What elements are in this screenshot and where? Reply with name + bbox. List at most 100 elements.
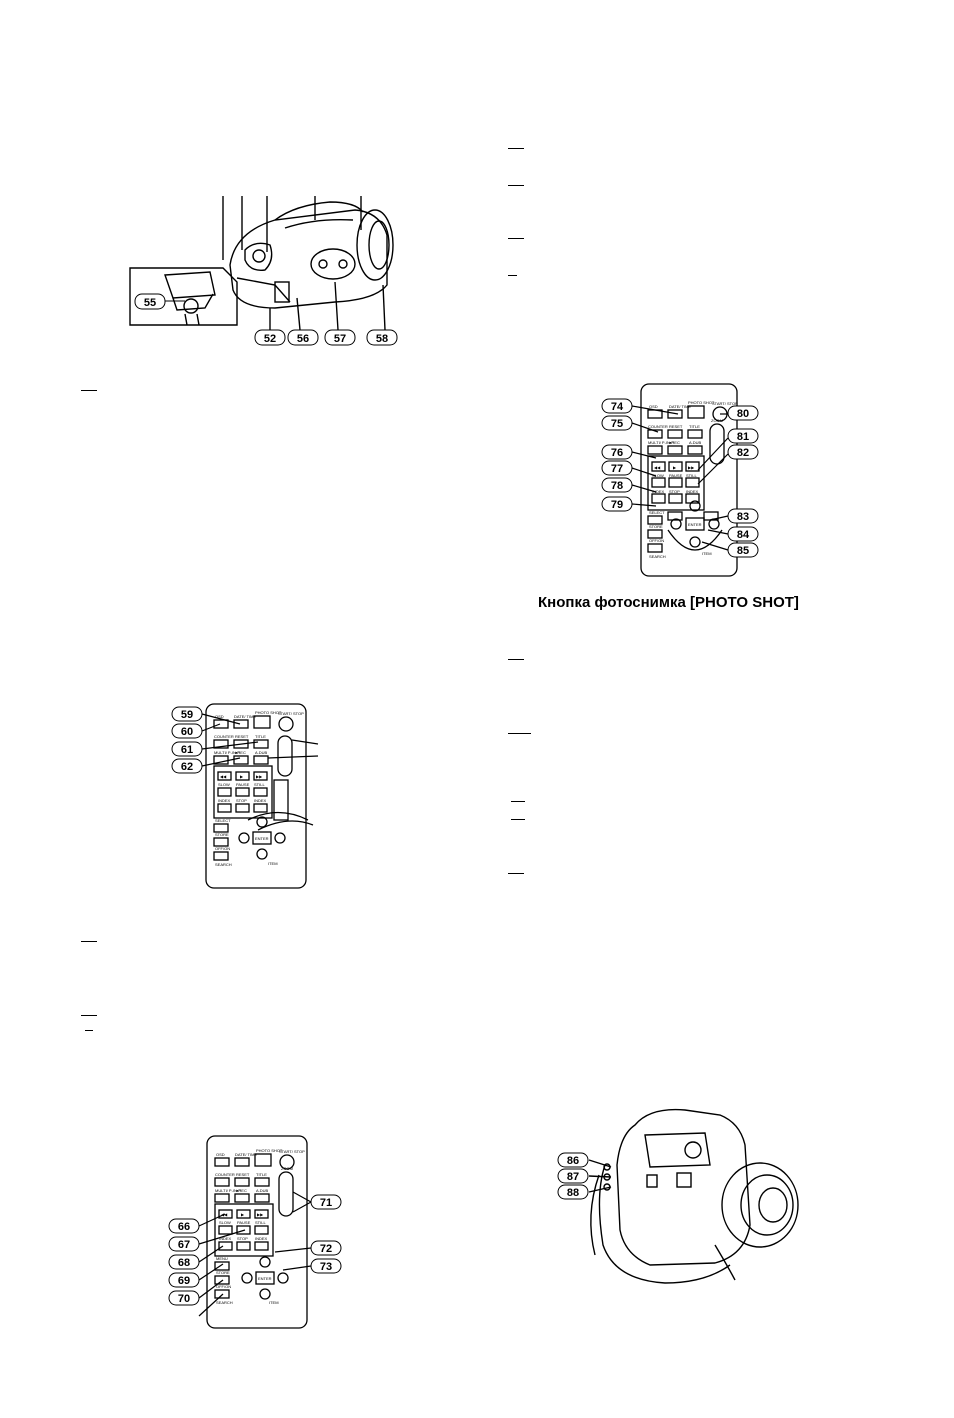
svg-text:SEARCH: SEARCH <box>215 862 232 867</box>
underline-mark <box>508 148 524 149</box>
svg-text:▶: ▶ <box>240 774 244 779</box>
underline-mark <box>511 819 525 820</box>
underline-mark <box>81 941 97 942</box>
svg-text:STOP: STOP <box>669 489 680 494</box>
svg-text:STORE: STORE <box>649 524 663 529</box>
svg-text:INDEX: INDEX <box>255 1236 268 1241</box>
camera-top-illustration: 55 52 56 57 58 <box>129 196 398 346</box>
callout-73: 73 <box>320 1261 332 1273</box>
svg-text:▶▶: ▶▶ <box>256 774 263 779</box>
svg-text:INDEX: INDEX <box>218 798 231 803</box>
svg-text:PHOTO SHOT: PHOTO SHOT <box>255 710 282 715</box>
svg-text:DATE/ TIME: DATE/ TIME <box>234 714 256 719</box>
underline-mark <box>508 873 524 874</box>
callout-88: 88 <box>567 1187 579 1199</box>
svg-text:MENU: MENU <box>216 1256 228 1261</box>
svg-text:●REC: ●REC <box>235 750 246 755</box>
svg-text:SEARCH: SEARCH <box>216 1300 233 1305</box>
callout-75: 75 <box>611 418 623 430</box>
svg-text:COUNTER: COUNTER <box>214 734 234 739</box>
svg-text:OSD: OSD <box>216 1152 225 1157</box>
svg-text:OFF/ON: OFF/ON <box>215 846 230 851</box>
remote-b-illustration: OSD DATE/ TIME PHOTO SHOT START/ STOP CO… <box>171 703 319 889</box>
svg-text:START/ STOP: START/ STOP <box>278 711 304 716</box>
svg-text:COUNTER: COUNTER <box>215 1172 235 1177</box>
callout-87: 87 <box>567 1171 579 1183</box>
callout-72: 72 <box>320 1243 332 1255</box>
svg-text:STOP: STOP <box>236 798 247 803</box>
svg-text:PAUSE: PAUSE <box>236 782 250 787</box>
photo-shot-caption: Кнопка фотоснимка [PHOTO SHOT] <box>538 594 799 611</box>
svg-text:ITEM: ITEM <box>268 861 278 866</box>
svg-text:RESET: RESET <box>669 424 683 429</box>
remote-a-illustration: OSD DATE/ TIME PHOTO SHOT START/ STOP CO… <box>601 383 759 577</box>
svg-text:MULTI/ P-IN-P: MULTI/ P-IN-P <box>215 1188 241 1193</box>
callout-77: 77 <box>611 463 623 475</box>
underline-mark <box>81 1015 97 1016</box>
svg-text:◀◀: ◀◀ <box>220 774 227 779</box>
svg-text:RESET: RESET <box>235 734 249 739</box>
svg-text:A.DUB: A.DUB <box>255 750 268 755</box>
svg-text:STILL: STILL <box>686 473 697 478</box>
svg-text:COUNTER: COUNTER <box>648 424 668 429</box>
svg-text:INDEX: INDEX <box>219 1236 232 1241</box>
svg-text:SLOW: SLOW <box>652 473 664 478</box>
svg-text:▶: ▶ <box>673 465 677 470</box>
callout-79: 79 <box>611 499 623 511</box>
callout-81: 81 <box>737 431 749 443</box>
callout-62: 62 <box>181 761 193 773</box>
svg-text:SLOW: SLOW <box>218 782 230 787</box>
svg-text:START/ STOP: START/ STOP <box>712 401 738 406</box>
svg-text:▶▶: ▶▶ <box>688 465 695 470</box>
svg-text:STOP: STOP <box>237 1236 248 1241</box>
svg-text:RESET: RESET <box>236 1172 250 1177</box>
callout-84: 84 <box>737 529 750 541</box>
callout-66: 66 <box>178 1221 190 1233</box>
svg-text:MULTI/ P-IN-P: MULTI/ P-IN-P <box>214 750 240 755</box>
svg-text:TITLE: TITLE <box>256 1172 267 1177</box>
svg-text:TITLE: TITLE <box>689 424 700 429</box>
callout-58: 58 <box>376 333 388 345</box>
callout-69: 69 <box>178 1275 190 1287</box>
svg-text:PHOTO SHOT: PHOTO SHOT <box>688 400 715 405</box>
underline-mark <box>511 801 525 802</box>
svg-text:▶▶: ▶▶ <box>257 1212 264 1217</box>
underline-mark <box>508 275 517 276</box>
svg-text:STORE: STORE <box>215 832 229 837</box>
callout-56: 56 <box>297 333 309 345</box>
callout-70: 70 <box>178 1293 190 1305</box>
svg-text:OFF/ON: OFF/ON <box>216 1284 231 1289</box>
svg-text:OSD: OSD <box>215 714 224 719</box>
callout-76: 76 <box>611 447 623 459</box>
callout-55: 55 <box>144 297 156 309</box>
remote-c-illustration: OSD DATE/ TIME PHOTO SHOT START/ STOP CO… <box>168 1135 342 1329</box>
callout-71: 71 <box>320 1197 332 1209</box>
svg-text:START/ STOP: START/ STOP <box>279 1149 305 1154</box>
svg-text:ENTER: ENTER <box>255 836 269 841</box>
svg-text:▶: ▶ <box>241 1212 245 1217</box>
callout-67: 67 <box>178 1239 190 1251</box>
underline-mark <box>508 238 524 239</box>
svg-text:●REC: ●REC <box>669 440 680 445</box>
svg-text:PAUSE: PAUSE <box>669 473 683 478</box>
svg-text:PHOTO SHOT: PHOTO SHOT <box>256 1148 283 1153</box>
svg-text:◀◀: ◀◀ <box>654 465 661 470</box>
callout-59: 59 <box>181 709 193 721</box>
svg-text:MULTI/ P-IN-P: MULTI/ P-IN-P <box>648 440 674 445</box>
svg-text:PAUSE: PAUSE <box>237 1220 251 1225</box>
svg-text:DATE/ TIME: DATE/ TIME <box>235 1152 257 1157</box>
svg-text:STILL: STILL <box>255 1220 266 1225</box>
underline-mark <box>81 390 97 391</box>
svg-text:ENTER: ENTER <box>258 1276 272 1281</box>
underline-mark <box>508 659 524 660</box>
svg-text:ENTER: ENTER <box>688 522 702 527</box>
svg-text:ZOOM: ZOOM <box>711 418 723 423</box>
camera-bottom-illustration: 86 87 88 <box>557 1108 799 1284</box>
svg-text:OFF/ON: OFF/ON <box>649 538 664 543</box>
svg-text:INDEX: INDEX <box>652 489 665 494</box>
svg-text:DATE/ TIME: DATE/ TIME <box>669 404 691 409</box>
svg-text:TITLE: TITLE <box>255 734 266 739</box>
svg-text:A.DUB: A.DUB <box>256 1188 269 1193</box>
callout-68: 68 <box>178 1257 190 1269</box>
callout-61: 61 <box>181 744 193 756</box>
